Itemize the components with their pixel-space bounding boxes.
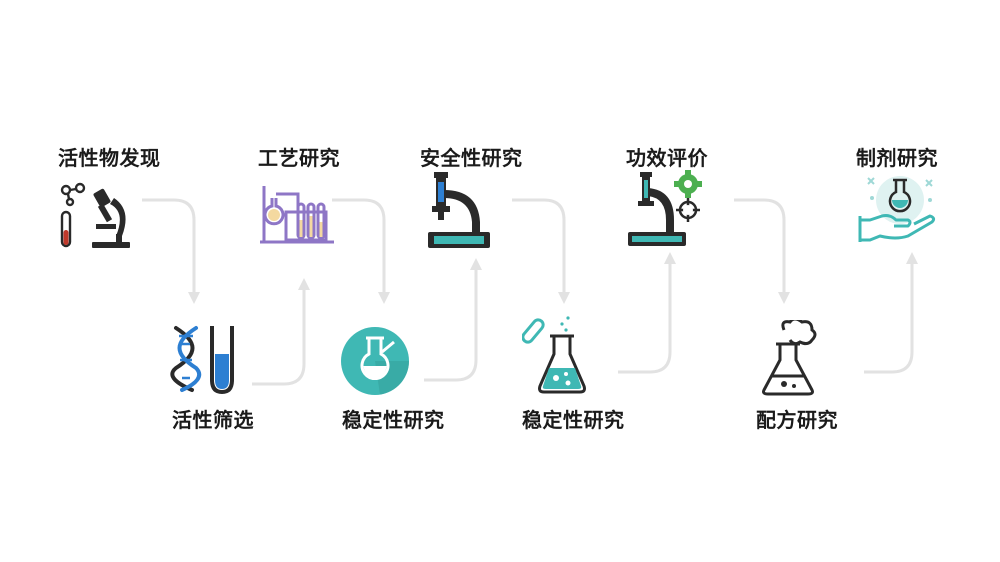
step-label-preparation-research: 制剂研究 [856, 146, 938, 170]
connector-8 [864, 252, 918, 374]
distillation-apparatus-icon [260, 186, 334, 244]
step-label-stability-research-1: 稳定性研究 [342, 408, 445, 432]
round-flask-icon [341, 327, 409, 395]
smoking-flask-icon [762, 320, 817, 396]
connector-7 [734, 198, 790, 304]
step-label-stability-research-2: 稳定性研究 [522, 408, 625, 432]
step-label-safety-research: 安全性研究 [420, 146, 523, 170]
connector-3 [332, 198, 390, 304]
connector-2 [252, 278, 310, 386]
step-label-active-discovery: 活性物发现 [58, 146, 161, 170]
step-label-efficacy-evaluation: 功效评价 [626, 146, 708, 170]
microscope-icon [428, 172, 490, 248]
microscope-gears-icon [628, 170, 702, 246]
connector-5 [512, 198, 570, 304]
hand-flask-icon [858, 176, 936, 242]
connector-4 [424, 258, 482, 382]
connector-1 [142, 198, 200, 304]
step-label-activity-screening: 活性筛选 [172, 408, 254, 432]
connector-6 [618, 252, 676, 374]
step-label-formula-research: 配方研究 [756, 408, 838, 432]
erlenmeyer-flask-icon [522, 316, 586, 394]
dna-test-tube-icon [170, 326, 234, 394]
microscope-molecules-icon [60, 182, 130, 248]
step-label-process-research: 工艺研究 [258, 146, 340, 170]
